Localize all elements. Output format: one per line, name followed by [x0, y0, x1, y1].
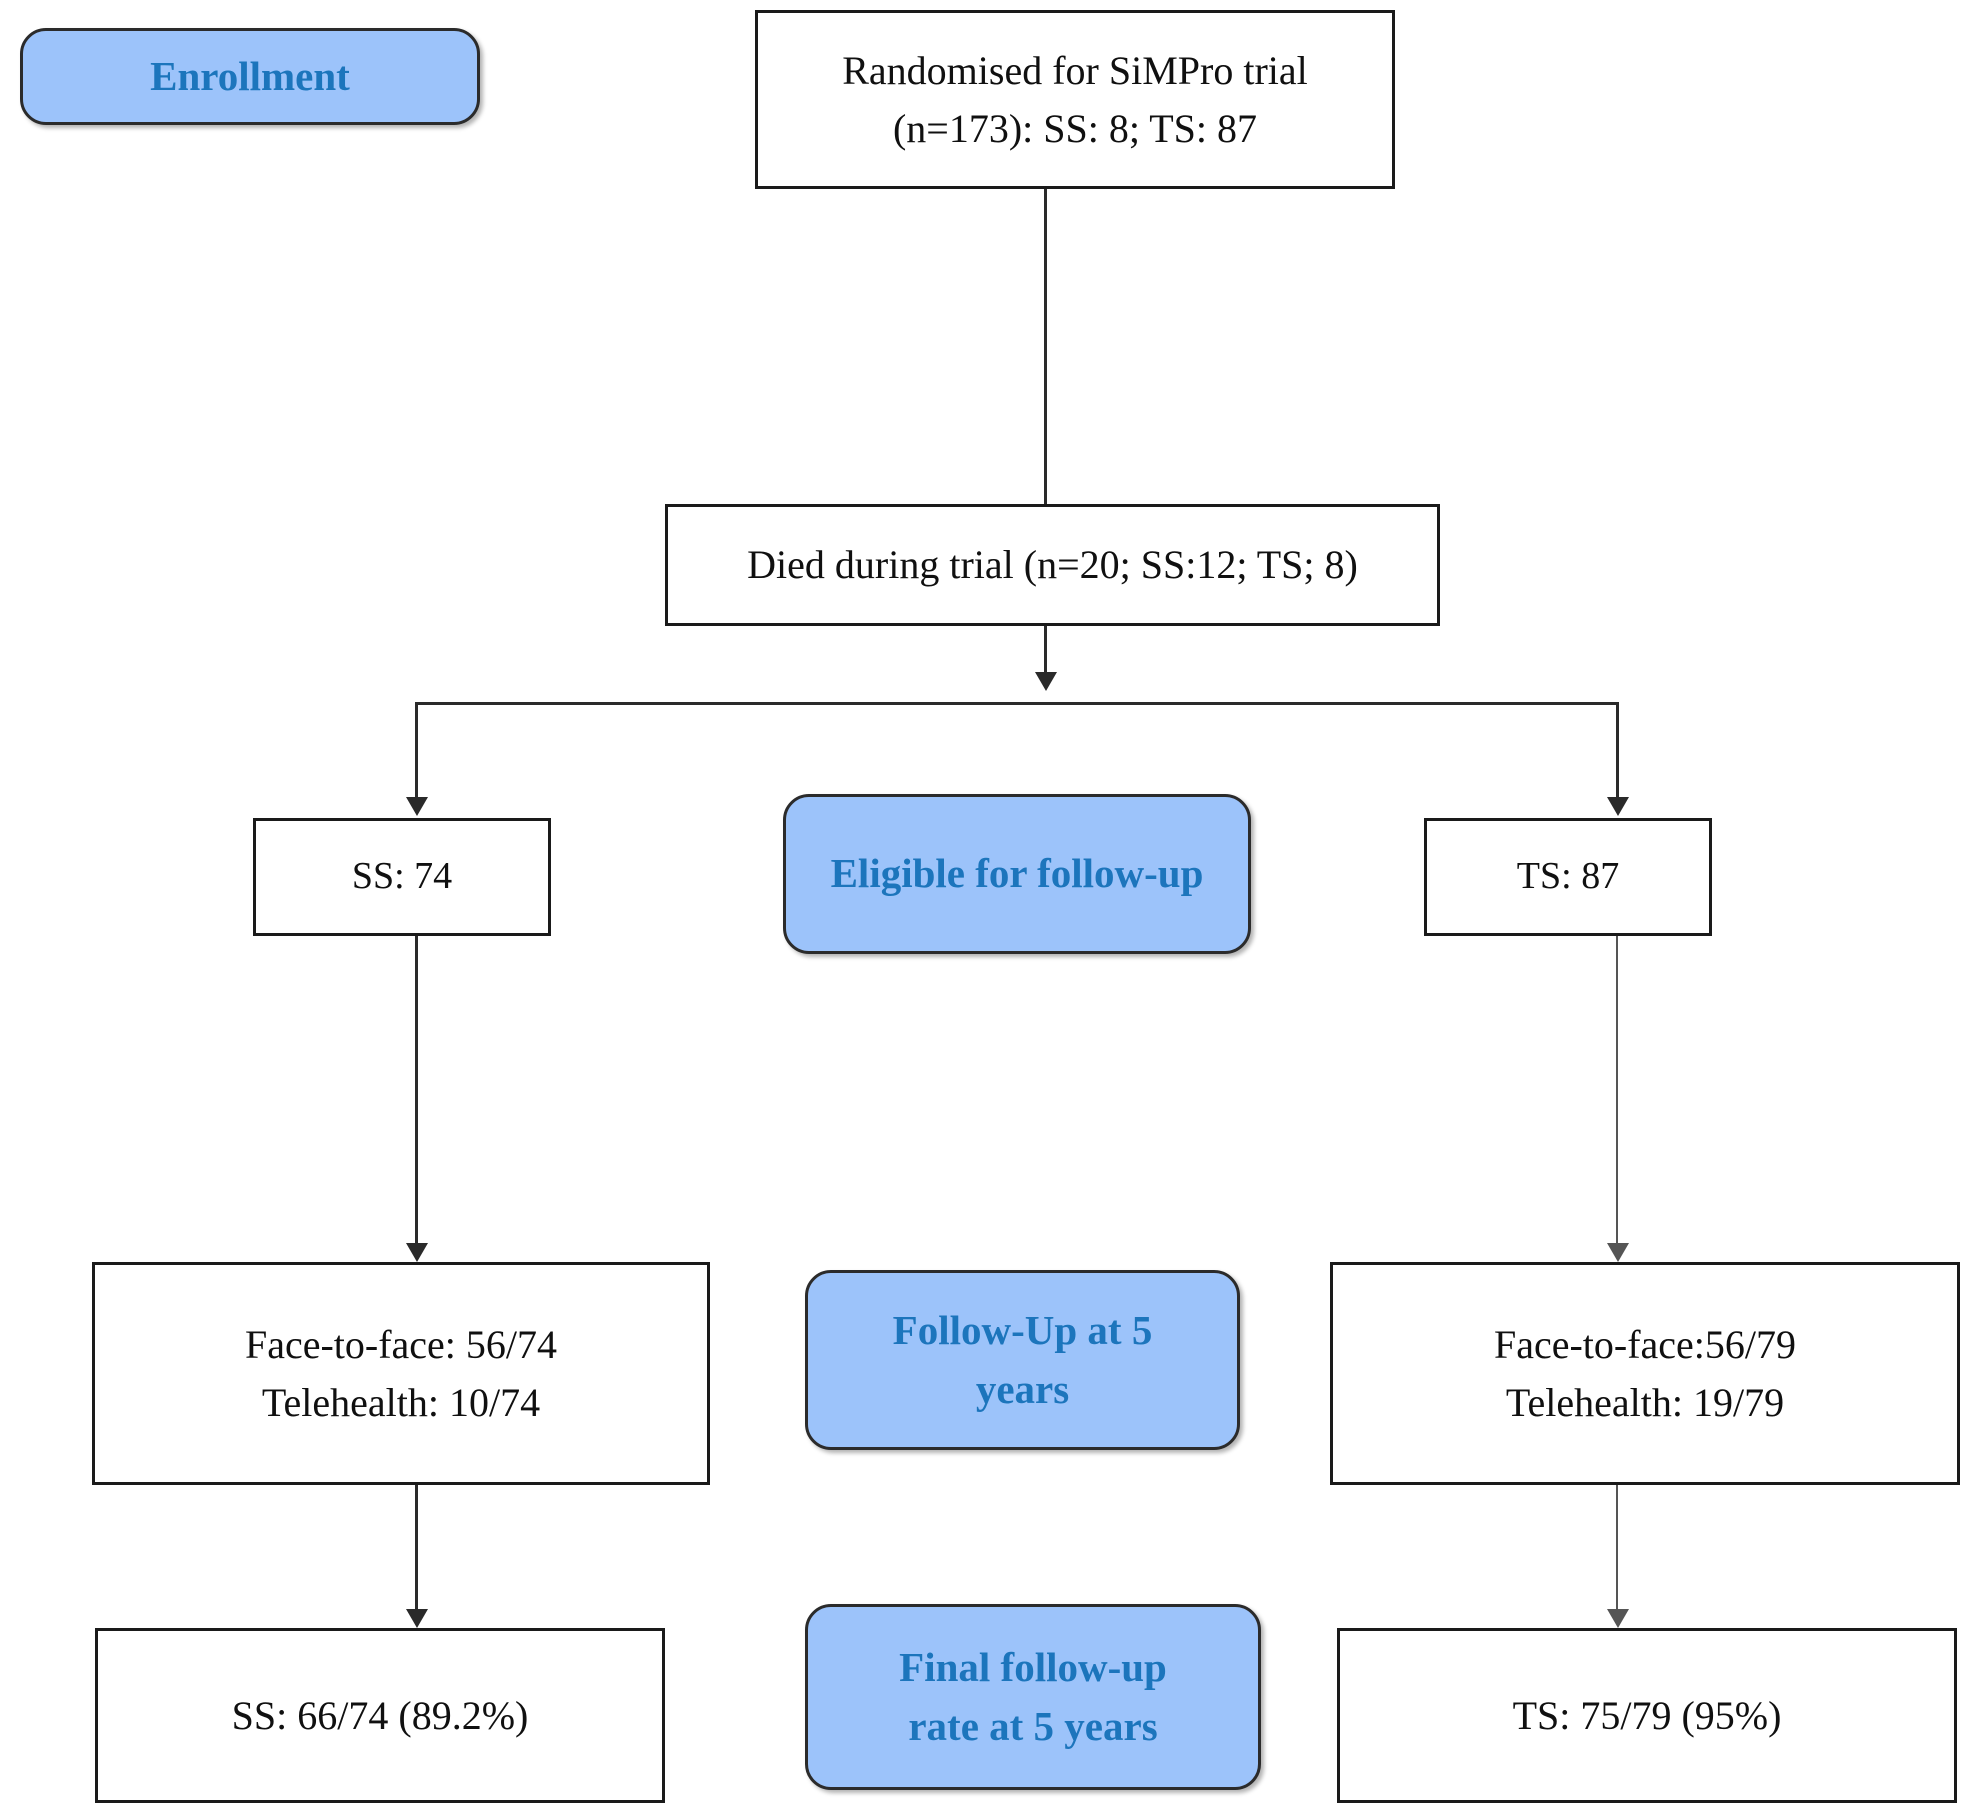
node-died-during-trial-line1: Died during trial (n=20; SS:12; TS; 8) — [747, 542, 1358, 587]
connector-split-left-drop — [415, 702, 418, 802]
connector-ss-eligible-to-followup — [415, 936, 418, 1246]
node-ss-followup: Face-to-face: 56/74 Telehealth: 10/74 — [92, 1262, 710, 1485]
stage-badge-followup: Follow-Up at 5 years — [805, 1270, 1240, 1450]
node-ts-eligible-line1: TS: 87 — [1516, 855, 1620, 898]
stage-badge-final: Final follow-up rate at 5 years — [805, 1604, 1261, 1790]
arrowhead-split-left — [406, 797, 428, 816]
arrowhead-split-right — [1607, 797, 1629, 816]
arrowhead-ts-final — [1607, 1609, 1629, 1628]
arrowhead-ts-followup — [1607, 1243, 1629, 1262]
node-ts-followup-line1: Face-to-face:56/79 — [1493, 1321, 1797, 1367]
arrowhead-ss-final — [406, 1609, 428, 1628]
stage-badge-followup-label-line1: Follow-Up at 5 — [892, 1306, 1153, 1353]
stage-badge-followup-label-line2: years — [975, 1366, 1070, 1412]
node-randomised-line1: Randomised for SiMPro trial — [842, 47, 1308, 93]
stage-badge-eligible: Eligible for follow-up — [783, 794, 1251, 954]
stage-badge-final-label-line1: Final follow-up — [899, 1643, 1167, 1690]
connector-split-bar — [415, 702, 1619, 705]
node-ss-final-line1: SS: 66/74 (89.2%) — [231, 1692, 529, 1738]
node-ts-eligible: TS: 87 — [1424, 818, 1712, 936]
node-ss-final: SS: 66/74 (89.2%) — [95, 1628, 665, 1803]
node-randomised: Randomised for SiMPro trial (n=173): SS:… — [755, 10, 1395, 189]
connector-ss-followup-to-final — [415, 1485, 418, 1613]
connector-ts-followup-to-final — [1616, 1485, 1618, 1613]
stage-badge-enrollment-label: Enrollment — [150, 52, 350, 99]
arrowhead-ss-followup — [406, 1243, 428, 1262]
node-ts-final: TS: 75/79 (95%) — [1337, 1628, 1957, 1803]
node-ts-followup: Face-to-face:56/79 Telehealth: 19/79 — [1330, 1262, 1960, 1485]
connector-died-down — [1044, 626, 1047, 674]
node-ss-followup-line1: Face-to-face: 56/74 — [244, 1321, 558, 1367]
node-ts-final-line1: TS: 75/79 (95%) — [1512, 1692, 1782, 1738]
connector-split-right-drop — [1616, 702, 1619, 802]
stage-badge-enrollment: Enrollment — [20, 28, 480, 125]
node-died-during-trial: Died during trial (n=20; SS:12; TS; 8) — [665, 504, 1440, 626]
arrowhead-died-down — [1035, 672, 1057, 691]
stage-badge-final-label-line2: rate at 5 years — [908, 1703, 1158, 1749]
stage-badge-eligible-label: Eligible for follow-up — [830, 850, 1204, 897]
node-randomised-line2: (n=173): SS: 8; TS: 87 — [892, 105, 1258, 151]
node-ts-followup-line2: Telehealth: 19/79 — [1505, 1379, 1785, 1425]
connector-ts-eligible-to-followup — [1616, 936, 1618, 1246]
node-ss-eligible-line1: SS: 74 — [351, 855, 453, 898]
node-ss-eligible: SS: 74 — [253, 818, 551, 936]
connector-randomised-to-died — [1044, 189, 1047, 504]
node-ss-followup-line2: Telehealth: 10/74 — [261, 1379, 541, 1425]
